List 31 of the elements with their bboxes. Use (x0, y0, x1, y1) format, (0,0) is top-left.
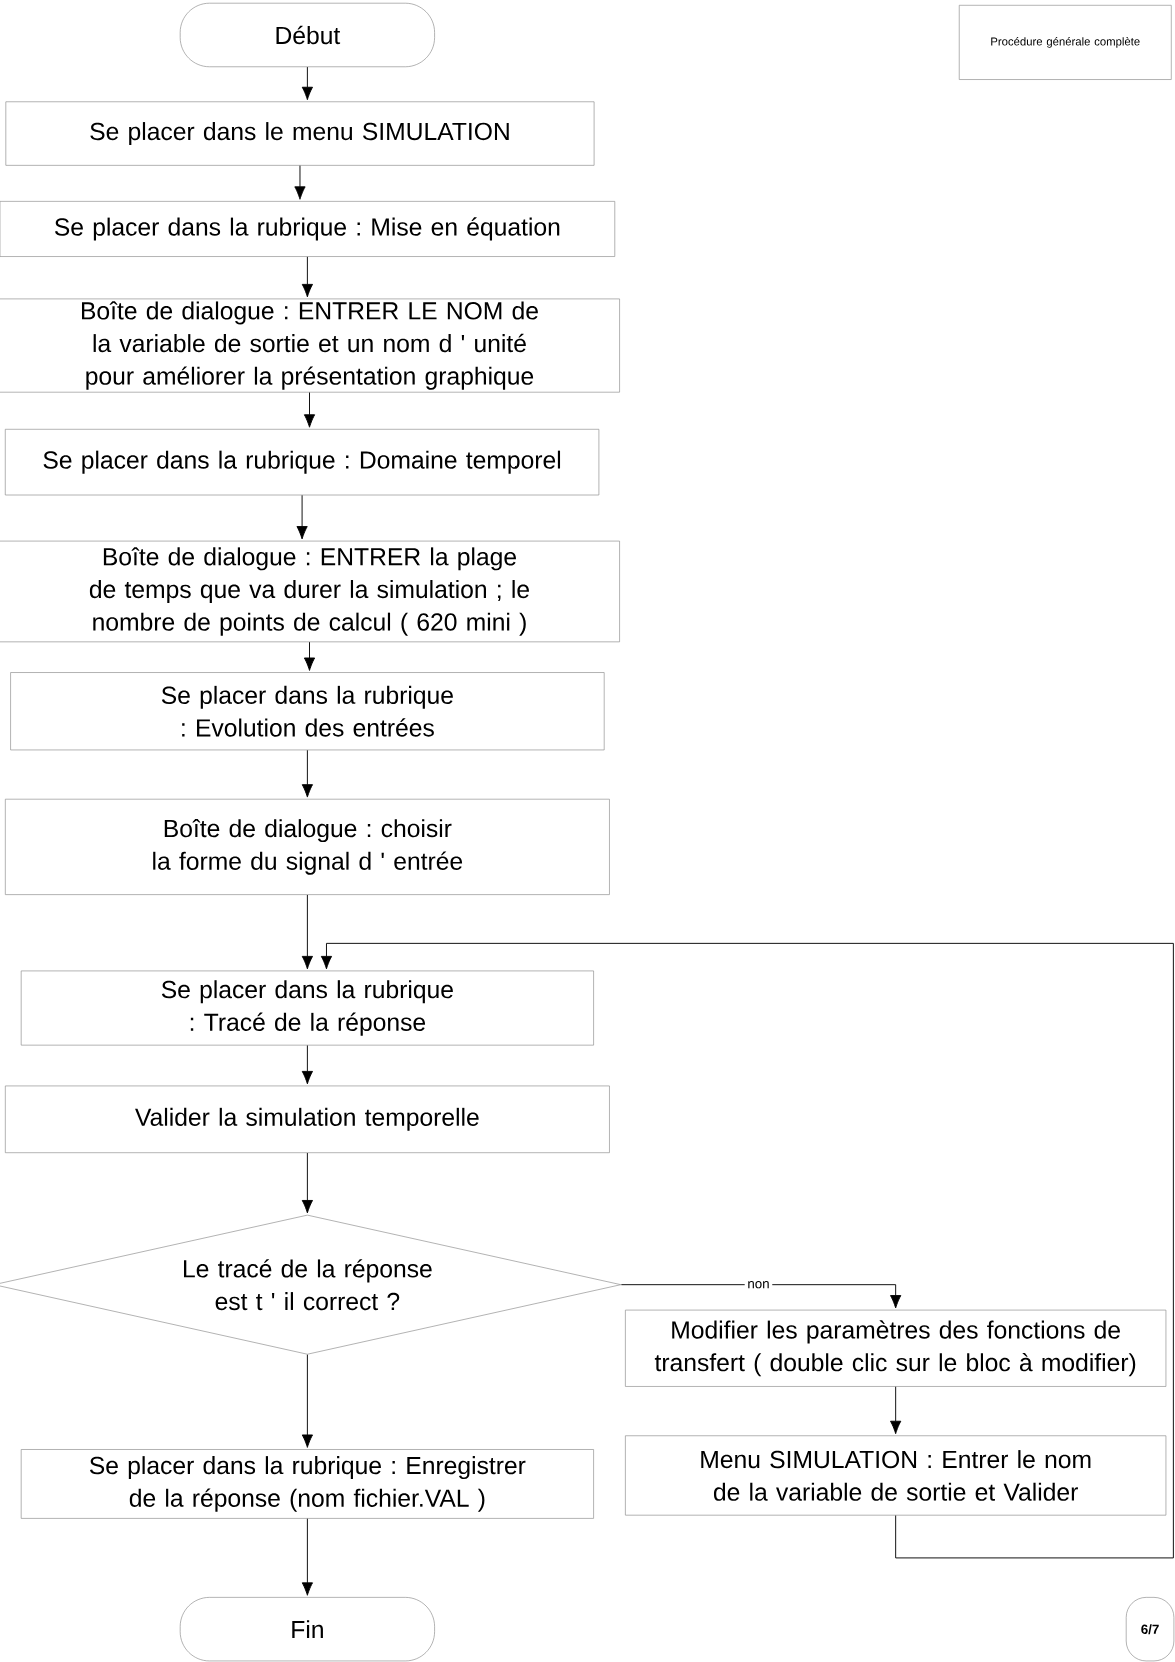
arrow (320, 942, 1174, 1559)
arrow (303, 392, 315, 428)
process-box: Se placer dans la rubrique : Domaine temporel (4, 428, 599, 496)
process-box: Menu SIMULATION : Entrer le nom de la variable de sortie et Valider (624, 1435, 1167, 1516)
arrow (294, 165, 306, 200)
arrow (301, 1045, 313, 1085)
process-box: Modifier les paramètres des fonctions de transfert ( double clic sur le bloc à modifier) (624, 1309, 1167, 1387)
arrow (301, 1354, 313, 1448)
process-box: Se placer dans la rubrique : Enregistrer de la réponse (nom fichier.VAL ) (20, 1449, 594, 1519)
arrow (889, 1386, 902, 1435)
process-box: Boîte de dialogue : ENTRER la plage de temps que va durer la simulation ; le nombre de points de calcul ( 620 mini ) (0, 540, 620, 643)
arrow (301, 749, 313, 798)
process-box: Boîte de dialogue : choisir la forme du signal d ' entrée (4, 798, 610, 895)
process-box: Boîte de dialogue : ENTRER LE NOM de la variable de sortie et un nom d ' unité pour améliorer la présentation graphique (0, 298, 620, 393)
terminal-box: Fin (179, 1597, 435, 1662)
process-box: Se placer dans le menu SIMULATION (5, 101, 595, 166)
edge-label: non (744, 1278, 773, 1291)
arrow (301, 1152, 313, 1214)
arrow (301, 66, 313, 101)
arrow (301, 1518, 313, 1596)
terminal-box: Début (179, 2, 435, 68)
arrow (296, 494, 308, 540)
process-box: Valider la simulation temporelle (4, 1085, 610, 1154)
arrow (620, 1284, 902, 1309)
process-box: Se placer dans la rubrique : Mise en équation (0, 201, 615, 257)
process-box: Se placer dans la rubrique : Tracé de la réponse (20, 970, 594, 1046)
header-box: Procédure générale complète (958, 4, 1172, 80)
arrow (301, 894, 313, 970)
arrow (301, 256, 313, 298)
process-box: Se placer dans la rubrique : Evolution des entrées (10, 672, 605, 751)
arrow (303, 641, 315, 671)
